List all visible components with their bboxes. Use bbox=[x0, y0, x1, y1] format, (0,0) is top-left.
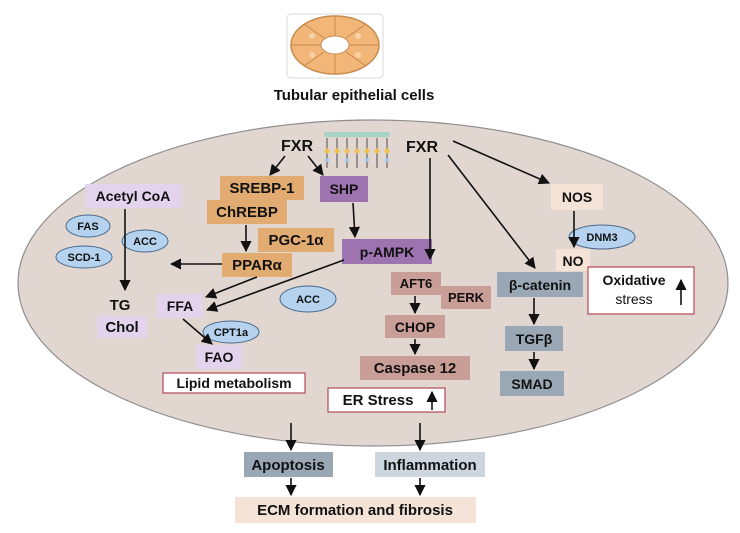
ecm-label: ECM formation and fibrosis bbox=[257, 502, 453, 519]
pgc1a-label: PGC-1α bbox=[268, 232, 324, 249]
arrow-ffa-fao bbox=[182, 318, 213, 345]
no-label: NO bbox=[563, 253, 584, 269]
perk-label: PERK bbox=[448, 290, 485, 305]
nos-box bbox=[551, 184, 603, 210]
bcatenin-label: β-catenin bbox=[509, 277, 571, 293]
acetyl-coa-label: Acetyl CoA bbox=[96, 188, 171, 204]
caspase12-label: Caspase 12 bbox=[374, 360, 457, 377]
scd1-ellipse bbox=[55, 245, 113, 269]
lipid-metabolism-box bbox=[162, 372, 306, 394]
pathway-arrows bbox=[119, 140, 687, 497]
membrane-receptor-icon bbox=[324, 132, 390, 168]
fxr-left-label: FXR bbox=[281, 138, 313, 155]
srebp1-label: SREBP-1 bbox=[229, 180, 294, 197]
shp-box bbox=[320, 176, 368, 202]
acc-left-label: ACC bbox=[133, 236, 157, 248]
ppara-label: PPARα bbox=[232, 257, 283, 274]
figure-title: Tubular epithelial cells bbox=[274, 87, 435, 104]
tubule-cross-section-illustration bbox=[286, 13, 384, 79]
acc-left-ellipse bbox=[121, 229, 169, 253]
smad-box bbox=[500, 371, 564, 396]
apoptosis-label: Apoptosis bbox=[251, 457, 324, 474]
chrebp-label: ChREBP bbox=[216, 204, 278, 221]
shp-label: SHP bbox=[330, 181, 359, 197]
chrebp-box bbox=[207, 200, 287, 224]
smad-label: SMAD bbox=[511, 376, 552, 392]
inflammation-box bbox=[375, 452, 485, 477]
aft6-box bbox=[391, 272, 441, 295]
fxr-right-label: FXR bbox=[406, 139, 438, 156]
er-stress-box bbox=[327, 387, 446, 413]
dnm3-label: DNM3 bbox=[586, 232, 617, 244]
arrow-ppara-ffa bbox=[204, 276, 258, 299]
arrow-pampk-ffa bbox=[205, 259, 345, 312]
fas-label: FAS bbox=[77, 221, 98, 233]
tgfb-label: TGFβ bbox=[516, 331, 553, 347]
stress-label: stress bbox=[615, 291, 652, 307]
bcatenin-box bbox=[497, 272, 583, 297]
ppara-box bbox=[222, 253, 292, 277]
oxidative-stress-box bbox=[587, 266, 695, 315]
ecm-box bbox=[235, 497, 476, 523]
arrow-shp-pampk bbox=[348, 202, 360, 239]
cell-body bbox=[17, 119, 729, 447]
chop-label: CHOP bbox=[395, 319, 435, 335]
no-box bbox=[556, 249, 590, 271]
chol-box bbox=[97, 316, 147, 338]
aft6-label: AFT6 bbox=[400, 276, 433, 291]
fao-label: FAO bbox=[205, 349, 234, 365]
er-stress-label: ER Stress bbox=[343, 392, 414, 409]
tg-label: TG bbox=[110, 297, 131, 314]
acc-mid-ellipse bbox=[279, 285, 337, 313]
chol-label: Chol bbox=[105, 319, 138, 336]
fao-box bbox=[196, 345, 242, 369]
lipid-metabolism-label: Lipid metabolism bbox=[176, 375, 291, 391]
pampk-label: p-AMPK bbox=[360, 244, 414, 260]
tgfb-box bbox=[505, 326, 563, 351]
caspase12-box bbox=[360, 356, 470, 380]
fas-ellipse bbox=[65, 214, 111, 238]
oxidative-label: Oxidative bbox=[602, 272, 665, 288]
arrow-fxr-srebp1 bbox=[269, 155, 286, 176]
chop-box bbox=[385, 315, 445, 338]
arrow-fxr-shp bbox=[307, 155, 324, 176]
arrow-fxr-bcatenin bbox=[447, 154, 536, 269]
arrow-fxr-nos bbox=[452, 140, 551, 185]
nos-label: NOS bbox=[562, 189, 592, 205]
scd1-label: SCD-1 bbox=[67, 252, 100, 264]
pgc1a-box bbox=[258, 228, 334, 252]
inflammation-label: Inflammation bbox=[383, 457, 476, 474]
cpt1a-label: CPT1a bbox=[214, 327, 249, 339]
pampk-box bbox=[342, 239, 432, 264]
ffa-box bbox=[157, 294, 203, 318]
acc-mid-label: ACC bbox=[296, 294, 320, 306]
cpt1a-ellipse bbox=[202, 320, 260, 344]
apoptosis-box bbox=[244, 452, 333, 477]
srebp1-box bbox=[220, 176, 304, 200]
acetyl-coa-box bbox=[85, 184, 182, 208]
ffa-label: FFA bbox=[167, 298, 193, 314]
perk-box bbox=[441, 286, 491, 309]
